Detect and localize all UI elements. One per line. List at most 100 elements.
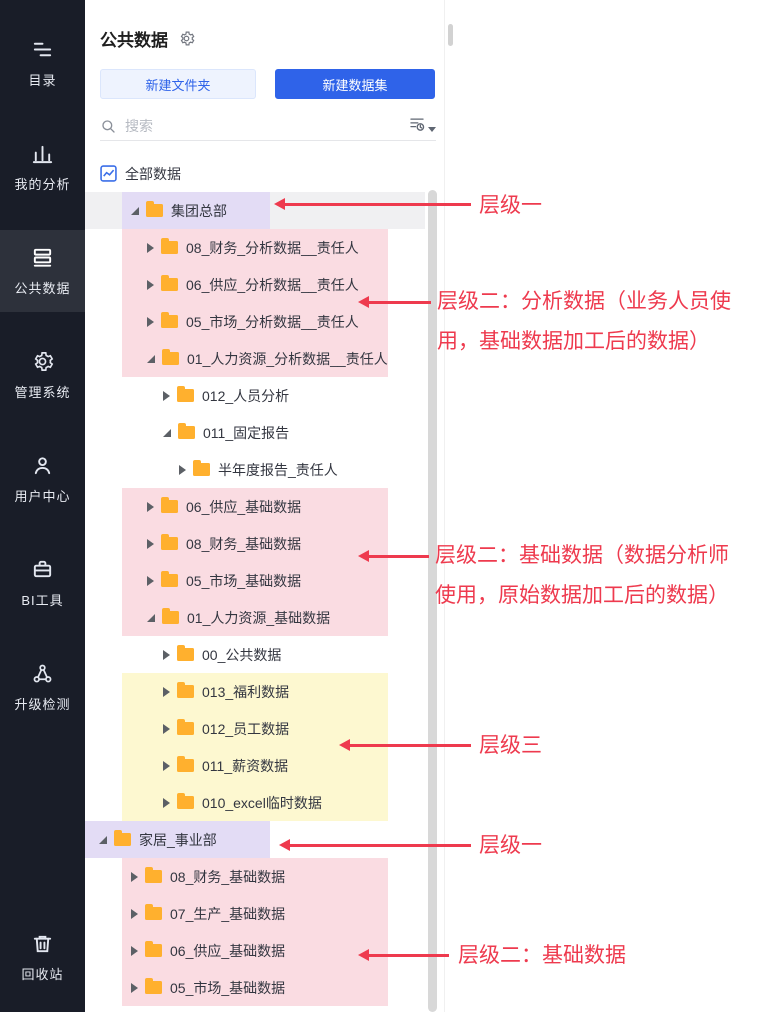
caret-expanded-icon[interactable] (147, 613, 155, 622)
annotation-line: 用，基础数据加工后的数据） (437, 330, 710, 353)
tree-node[interactable]: 家居_事业部 (85, 821, 425, 858)
data-tree: 全部数据 集团总部 08_财务_分析数据__责任人 06_供应_分析数据__责任… (85, 155, 425, 1006)
tree-node-label: 全部数据 (125, 165, 181, 182)
tree-node[interactable]: 012_员工数据 (85, 710, 425, 747)
folder-icon (161, 275, 178, 291)
folder-icon (177, 386, 194, 402)
panel-resize-handle[interactable] (448, 24, 453, 46)
sidebar-spacer (0, 750, 85, 916)
caret-right-icon[interactable] (147, 575, 154, 586)
tree-node[interactable]: 半年度报告_责任人 (85, 451, 425, 488)
caret-right-icon[interactable] (179, 464, 186, 475)
folder-icon (145, 978, 162, 994)
sidebar-item-label: 升级检测 (14, 697, 71, 712)
tree-node[interactable]: 05_市场_基础数据 (85, 969, 425, 1006)
tree-node-label: 06_供应_分析数据__责任人 (186, 276, 359, 293)
row-highlight (122, 932, 388, 969)
search-input[interactable] (125, 117, 408, 134)
row-highlight (122, 858, 388, 895)
tree-node-label: 05_市场_基础数据 (170, 979, 286, 996)
caret-right-icon[interactable] (147, 501, 154, 512)
caret-right-icon[interactable] (163, 686, 170, 697)
folder-icon (145, 941, 162, 957)
tree-node[interactable]: 08_财务_基础数据 (85, 858, 425, 895)
row-highlight (122, 969, 388, 1006)
sidebar-item-admin-system[interactable]: 管理系统 (0, 334, 85, 416)
caret-right-icon[interactable] (163, 649, 170, 660)
caret-right-icon[interactable] (147, 316, 154, 327)
tree-node-label: 013_福利数据 (202, 683, 290, 700)
tree-node-label: 家居_事业部 (139, 831, 217, 848)
caret-right-icon[interactable] (163, 390, 170, 401)
tree-node-all-data[interactable]: 全部数据 (85, 155, 425, 192)
tree-node[interactable]: 06_供应_基础数据 (85, 488, 425, 525)
tree-node[interactable]: 08_财务_分析数据__责任人 (85, 229, 425, 266)
tree-node[interactable]: 集团总部 (85, 192, 425, 229)
sidebar-item-recycle-bin[interactable]: 回收站 (0, 916, 85, 998)
sidebar-item-my-analysis[interactable]: 我的分析 (0, 126, 85, 208)
tree-node[interactable]: 05_市场_基础数据 (85, 562, 425, 599)
caret-right-icon[interactable] (131, 908, 138, 919)
caret-right-icon[interactable] (147, 242, 154, 253)
annotation-level-1-second: 层级一 (479, 834, 542, 857)
caret-right-icon[interactable] (131, 982, 138, 993)
tree-node-label: 08_财务_基础数据 (170, 868, 286, 885)
action-buttons: 新建文件夹 新建数据集 (85, 51, 444, 99)
caret-right-icon[interactable] (131, 945, 138, 956)
folder-icon (145, 867, 162, 883)
tree-node[interactable]: 012_人员分析 (85, 377, 425, 414)
tree-node[interactable]: 011_固定报告 (85, 414, 425, 451)
tree-node[interactable]: 01_人力资源_分析数据__责任人 (85, 340, 425, 377)
caret-right-icon[interactable] (131, 871, 138, 882)
tree-node-label: 01_人力资源_基础数据 (187, 609, 331, 626)
catalog-icon (31, 37, 55, 61)
caret-right-icon[interactable] (163, 797, 170, 808)
annotation-line: 层级二：分析数据（业务人员使 (437, 290, 731, 313)
caret-right-icon[interactable] (163, 760, 170, 771)
tree-node[interactable]: 06_供应_分析数据__责任人 (85, 266, 425, 303)
tree-node[interactable]: 05_市场_分析数据__责任人 (85, 303, 425, 340)
folder-icon (114, 830, 131, 846)
caret-expanded-icon[interactable] (147, 354, 155, 363)
caret-expanded-icon[interactable] (131, 206, 139, 215)
folder-icon (161, 238, 178, 254)
annotation-level-1: 层级一 (479, 194, 542, 217)
new-dataset-button[interactable]: 新建数据集 (275, 69, 435, 99)
panel-header: 公共数据 (85, 0, 444, 51)
folder-icon (177, 793, 194, 809)
caret-right-icon[interactable] (147, 538, 154, 549)
tree-node[interactable]: 07_生产_基础数据 (85, 895, 425, 932)
tree-node-label: 011_薪资数据 (202, 757, 289, 774)
sort-history-icon (408, 115, 426, 133)
tree-node[interactable]: 011_薪资数据 (85, 747, 425, 784)
folder-icon (178, 423, 195, 439)
sidebar-item-public-data[interactable]: 公共数据 (0, 230, 85, 312)
folder-icon (146, 201, 163, 217)
tree-node[interactable]: 01_人力资源_基础数据 (85, 599, 425, 636)
tree-node[interactable]: 013_福利数据 (85, 673, 425, 710)
sidebar-item-bi-tools[interactable]: BI工具 (0, 542, 85, 624)
tree-node[interactable]: 00_公共数据 (85, 636, 425, 673)
folder-icon (177, 645, 194, 661)
new-folder-button[interactable]: 新建文件夹 (100, 69, 256, 99)
annotation-line: 使用，原始数据加工后的数据） (435, 584, 729, 607)
my-analysis-icon (31, 141, 55, 165)
caret-expanded-icon[interactable] (99, 835, 107, 844)
sidebar-item-catalog[interactable]: 目录 (0, 22, 85, 104)
folder-icon (161, 571, 178, 587)
caret-expanded-icon[interactable] (163, 428, 171, 437)
tree-node[interactable]: 010_excel临时数据 (85, 784, 425, 821)
folder-icon (161, 497, 178, 513)
caret-right-icon[interactable] (147, 279, 154, 290)
sort-filter-control[interactable] (408, 115, 436, 136)
caret-right-icon[interactable] (163, 723, 170, 734)
tree-node[interactable]: 08_财务_基础数据 (85, 525, 425, 562)
tree-node[interactable]: 06_供应_基础数据 (85, 932, 425, 969)
sidebar-item-upgrade-check[interactable]: 升级检测 (0, 646, 85, 728)
settings-gear-icon[interactable] (178, 30, 195, 47)
annotation-level-2-analysis: 层级二：分析数据（业务人员使 用，基础数据加工后的数据） (437, 282, 731, 362)
tree-node-label: 012_人员分析 (202, 387, 290, 404)
tree-scrollbar[interactable] (428, 190, 437, 1012)
sidebar-item-user-center[interactable]: 用户中心 (0, 438, 85, 520)
